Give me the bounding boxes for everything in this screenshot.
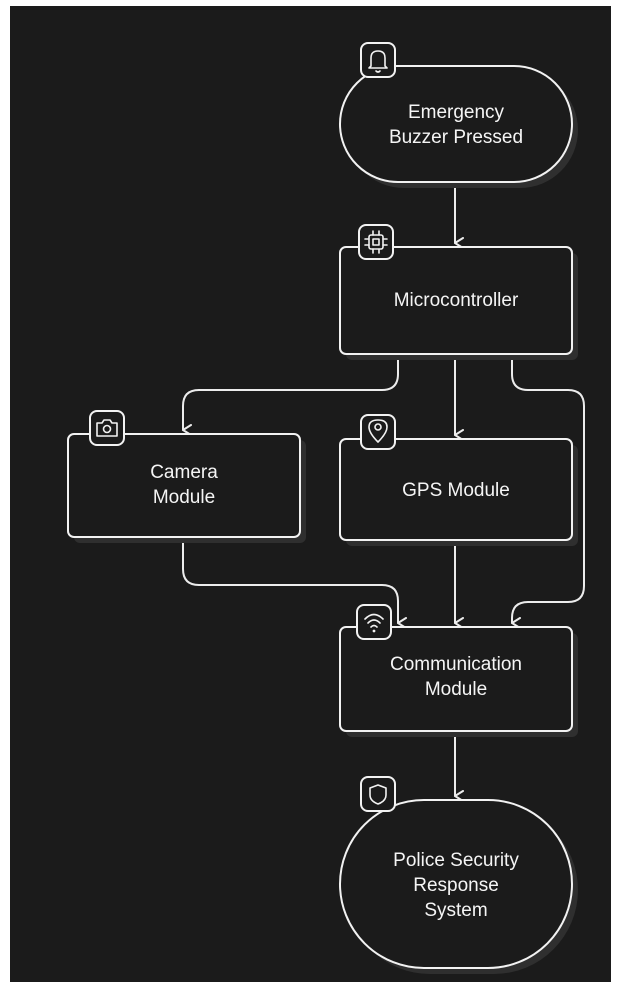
node-microcontroller: Microcontroller — [339, 224, 578, 360]
node-communication-line-2: Module — [425, 679, 487, 700]
node-gps: GPS Module — [339, 414, 578, 546]
edge-camera-to-communication — [182, 538, 407, 629]
edge-microcontroller-to-communication — [511, 353, 585, 629]
node-camera: Camera Module — [67, 410, 306, 543]
node-gps-label: GPS Module — [402, 480, 510, 501]
shield-icon — [360, 776, 396, 812]
node-emergency: Emergency Buzzer Pressed — [339, 42, 578, 188]
node-emergency-line-2: Buzzer Pressed — [389, 127, 523, 148]
bell-icon — [360, 42, 396, 78]
node-communication: Communication Module — [339, 604, 578, 737]
edges — [182, 181, 585, 802]
camera-icon — [89, 410, 125, 446]
edge-microcontroller-to-camera — [182, 353, 399, 436]
chip-icon — [358, 224, 394, 260]
node-camera-line-1: Camera — [150, 462, 218, 483]
node-police: Police Security Response System — [339, 776, 578, 974]
node-police-line-2: Response — [413, 875, 499, 896]
wifi-icon — [356, 604, 392, 640]
node-police-line-3: System — [424, 900, 487, 921]
map-pin-icon — [360, 414, 396, 450]
node-police-line-1: Police Security — [393, 850, 519, 871]
node-emergency-line-1: Emergency — [408, 102, 505, 123]
node-microcontroller-label: Microcontroller — [394, 290, 519, 311]
node-camera-line-2: Module — [153, 487, 215, 508]
node-communication-line-1: Communication — [390, 654, 522, 675]
diagram-canvas: Emergency Buzzer Pressed Microcontroller… — [10, 6, 611, 982]
flowchart: Emergency Buzzer Pressed Microcontroller… — [67, 42, 585, 974]
